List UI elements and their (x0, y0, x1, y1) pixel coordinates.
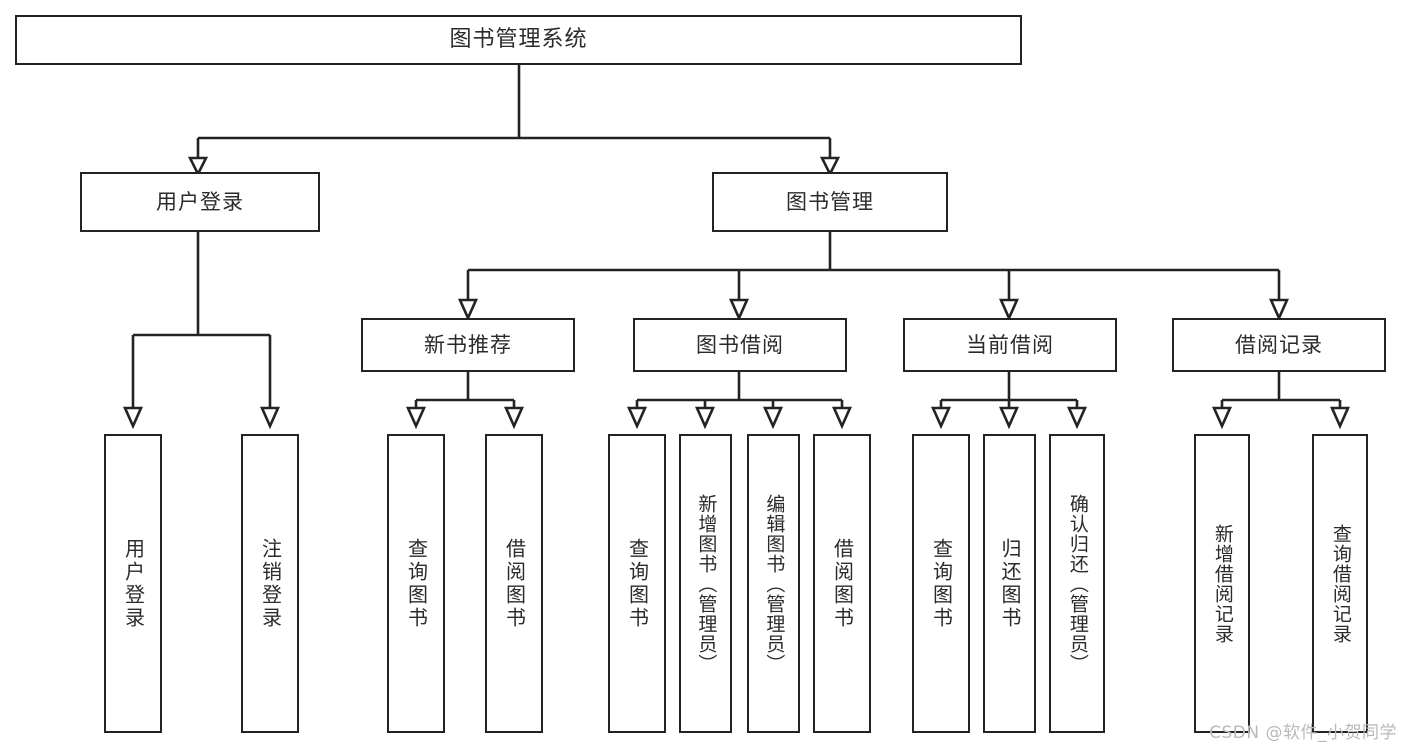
node-label: 新增借阅记录 (1211, 523, 1234, 644)
node-user-login[interactable]: 用户登录 (80, 172, 320, 232)
node-label: 注销登录 (258, 537, 283, 630)
node-leaf-return-book[interactable]: 归还图书 (983, 434, 1036, 733)
node-label: 编辑图书（管理员） (763, 493, 786, 674)
node-root-system[interactable]: 图书管理系统 (15, 15, 1022, 65)
node-leaf-query-book-borrow[interactable]: 查询图书 (608, 434, 666, 733)
node-label: 借阅记录 (1235, 332, 1323, 357)
node-label: 借阅图书 (830, 537, 855, 630)
node-label: 图书管理系统 (449, 27, 588, 53)
node-leaf-user-login[interactable]: 用户登录 (104, 434, 162, 733)
node-label: 借阅图书 (502, 537, 527, 630)
node-new-book-recommend[interactable]: 新书推荐 (361, 318, 575, 372)
node-label: 确认归还（管理员） (1066, 493, 1089, 674)
node-leaf-query-book-recommend[interactable]: 查询图书 (387, 434, 445, 733)
node-label: 查询图书 (625, 537, 650, 630)
node-borrow-record[interactable]: 借阅记录 (1172, 318, 1386, 372)
node-leaf-query-borrow-record[interactable]: 查询借阅记录 (1312, 434, 1368, 733)
node-label: 查询图书 (929, 537, 954, 630)
node-leaf-borrow-book-recommend[interactable]: 借阅图书 (485, 434, 543, 733)
node-label: 用户登录 (121, 537, 146, 630)
node-leaf-add-borrow-record[interactable]: 新增借阅记录 (1194, 434, 1250, 733)
node-leaf-add-book-admin[interactable]: 新增图书（管理员） (679, 434, 732, 733)
node-leaf-edit-book-admin[interactable]: 编辑图书（管理员） (747, 434, 800, 733)
node-label: 查询图书 (404, 537, 429, 630)
node-book-borrow[interactable]: 图书借阅 (633, 318, 847, 372)
node-label: 用户登录 (156, 189, 244, 214)
node-label: 查询借阅记录 (1329, 523, 1352, 644)
node-leaf-query-book-current[interactable]: 查询图书 (912, 434, 970, 733)
node-label: 图书借阅 (696, 332, 784, 357)
node-label: 新书推荐 (424, 332, 512, 357)
watermark: CSDN @软件_小贺同学 (1209, 723, 1397, 743)
node-book-management[interactable]: 图书管理 (712, 172, 948, 232)
node-label: 当前借阅 (966, 332, 1054, 357)
node-label: 新增图书（管理员） (695, 493, 718, 674)
node-label: 归还图书 (998, 537, 1022, 630)
node-leaf-borrow-book[interactable]: 借阅图书 (813, 434, 871, 733)
node-label: 图书管理 (786, 189, 874, 214)
node-leaf-confirm-return-admin[interactable]: 确认归还（管理员） (1049, 434, 1105, 733)
node-current-borrow[interactable]: 当前借阅 (903, 318, 1117, 372)
node-leaf-logout[interactable]: 注销登录 (241, 434, 299, 733)
